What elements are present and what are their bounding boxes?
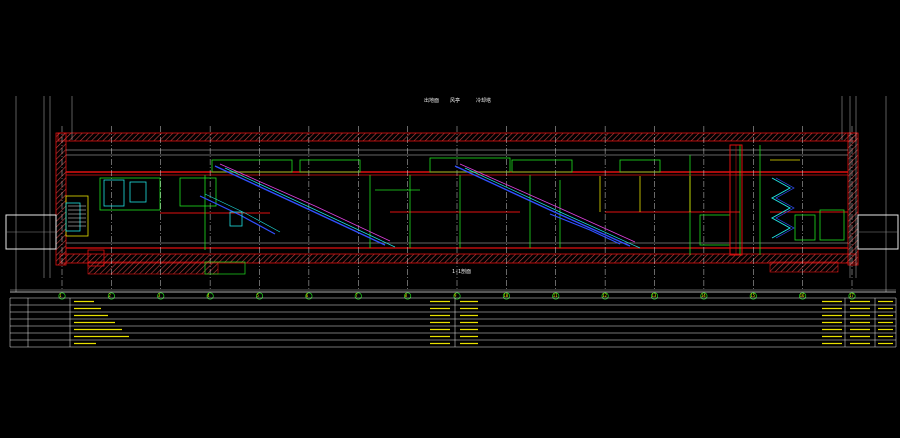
axis-label: 12 [602,293,607,298]
base-slab-lower-right [769,261,839,273]
escalator-right [454,163,641,249]
base-slab-lower-left [87,261,219,275]
axis-bubble-16 [799,292,807,300]
axis-label: 13 [651,293,657,298]
axis-bubble-8 [404,292,412,300]
axis-bubble-14 [700,292,708,300]
axis-bubble-9 [453,292,461,300]
axis-bubble-3 [157,292,165,300]
axis-label: 10 [503,293,509,298]
escalator-left [199,163,396,248]
axis-label: 14 [700,293,706,298]
axis-label: 16 [799,293,805,298]
axis-bubble-11 [552,292,560,300]
axis-label: 15 [750,293,756,298]
axis-label: 5 [256,293,259,298]
axis-bubble-13 [650,292,659,300]
axis-bubble-5 [255,292,264,300]
axis-bubble-1 [58,292,66,300]
right-wall [847,132,859,266]
axis-bubble-17 [848,292,856,300]
axis-label: 6 [305,293,309,298]
axis-label: 8 [404,293,408,298]
left-wall [55,132,67,266]
axis-bubble-10 [502,292,510,300]
section-label: 1-1剖面 [452,269,472,275]
axis-label: 2 [108,293,111,298]
axis-label: 11 [552,293,558,298]
schedule-table [9,297,897,348]
top-note-mid: 风亭 [450,98,461,104]
axis-label: 7 [355,293,358,298]
axis-lines [58,126,856,300]
stair-zigzag [770,177,792,239]
axis-bubble-6 [305,292,313,300]
axis-label: 9 [454,293,457,298]
axis-label: 4 [207,293,210,298]
axis-bubble-12 [601,292,609,300]
top-note-right: 冷却塔 [476,98,492,104]
axis-bubble-7 [354,292,362,300]
axis-bubble-2 [107,292,115,300]
axis-bubble-15 [749,292,757,300]
axis-label: 3 [157,293,161,298]
axis-bubble-4 [206,292,214,300]
top-note-left: 出地面 [424,98,440,104]
axis-label: 1 [59,293,62,298]
axis-label: 17 [849,293,854,298]
